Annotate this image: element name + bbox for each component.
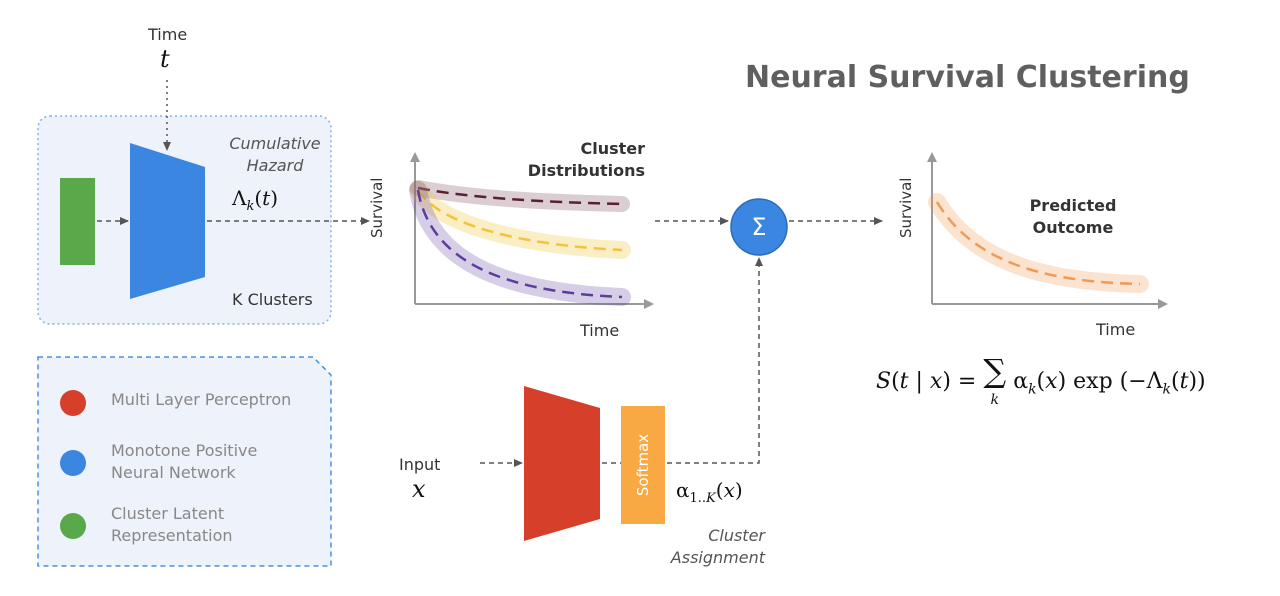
cluster-chart-title: Cluster Distributions bbox=[527, 139, 645, 180]
cluster-curve-1-band bbox=[410, 180, 630, 212]
sum-node bbox=[730, 198, 788, 256]
latent-box bbox=[60, 178, 95, 265]
legend-dot-mlp bbox=[60, 390, 86, 416]
k-clusters-label: K Clusters bbox=[232, 290, 313, 309]
hazard-symbol: Λk(t) bbox=[232, 186, 279, 214]
softmax-text: Softmax bbox=[634, 433, 652, 497]
sum-symbol: Σ bbox=[751, 213, 767, 241]
softmax-label: Softmax bbox=[621, 406, 665, 524]
mlp-shape bbox=[524, 386, 600, 541]
softmax-box bbox=[621, 406, 665, 524]
legend-panel bbox=[37, 356, 332, 567]
cumulative-hazard-label: Cumulative Hazard bbox=[229, 134, 321, 175]
cluster-curve-2 bbox=[416, 189, 623, 252]
assignment-symbol: α1..K(x) bbox=[676, 478, 743, 506]
outcome-chart-xlabel: Time bbox=[1096, 320, 1136, 339]
survival-formula: S(t | x) = ∑k αk(x) exp (−Λk(t)) bbox=[876, 352, 1206, 408]
time-variable: t bbox=[160, 45, 170, 73]
legend-label-latent: Cluster Latent Representation bbox=[111, 504, 233, 545]
time-label: Time bbox=[148, 25, 188, 44]
cluster-chart-ylabel: Survival bbox=[368, 177, 386, 238]
cluster-curve-1 bbox=[417, 186, 623, 206]
legend-dot-latent bbox=[60, 513, 86, 539]
cluster-curve-3 bbox=[416, 189, 623, 299]
assignment-to-sum-arrow bbox=[667, 257, 763, 464]
legend-label-mlp: Multi Layer Perceptron bbox=[111, 390, 292, 409]
input-label: Input bbox=[399, 455, 441, 474]
cluster-chart-xlabel: Time bbox=[580, 321, 620, 340]
monotone-network-shape bbox=[130, 143, 205, 299]
outcome-chart-ylabel: Survival bbox=[897, 177, 915, 238]
outcome-chart-title: Predicted Outcome bbox=[1029, 196, 1117, 237]
legend-dot-monotone bbox=[60, 450, 86, 476]
cluster-assignment-label: Cluster Assignment bbox=[670, 526, 765, 567]
input-variable: x bbox=[412, 475, 426, 503]
outcome-curve bbox=[935, 201, 1141, 286]
page-title: Neural Survival Clustering bbox=[745, 60, 1190, 95]
legend-label-monotone: Monotone Positive Neural Network bbox=[111, 441, 258, 482]
